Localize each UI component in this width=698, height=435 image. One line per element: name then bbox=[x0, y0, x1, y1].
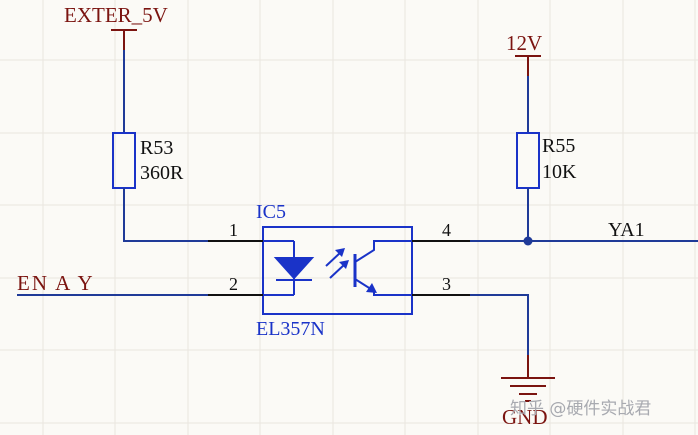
resistor-r53 bbox=[112, 132, 136, 189]
ic5-part-number: EL357N bbox=[256, 318, 325, 340]
pin-4-number: 4 bbox=[442, 220, 451, 240]
exter-5v-label: EXTER_5V bbox=[64, 3, 168, 27]
watermark-text: 知乎 @硬件实战君 bbox=[510, 399, 651, 419]
power-port-12v bbox=[515, 55, 541, 76]
ground-symbol bbox=[501, 355, 555, 402]
pin-1-number: 1 bbox=[229, 220, 238, 240]
12v-label: 12V bbox=[506, 31, 542, 55]
power-port-exter-5v bbox=[111, 29, 137, 50]
wire-pin3-to-gnd bbox=[470, 294, 529, 377]
optocoupler-ic5-body bbox=[262, 226, 413, 315]
junction-dot bbox=[523, 236, 533, 246]
pin-3-number: 3 bbox=[442, 274, 451, 294]
pin-2-number: 2 bbox=[229, 274, 238, 294]
light-arrows bbox=[325, 248, 349, 279]
en-a-y-net-label: EN A Y bbox=[17, 271, 95, 295]
r53-value: 360R bbox=[140, 162, 184, 184]
ic5-designator: IC5 bbox=[256, 201, 286, 223]
r55-designator: R55 bbox=[542, 135, 575, 157]
r53-designator: R53 bbox=[140, 137, 173, 159]
led-symbol bbox=[263, 240, 315, 296]
phototransistor-symbol bbox=[353, 240, 412, 296]
resistor-r55 bbox=[516, 132, 540, 189]
r55-value: 10K bbox=[542, 161, 577, 183]
ya1-net-label: YA1 bbox=[608, 219, 645, 241]
gnd-label: GND bbox=[502, 405, 548, 429]
wire-r53-to-pin1 bbox=[123, 188, 208, 242]
